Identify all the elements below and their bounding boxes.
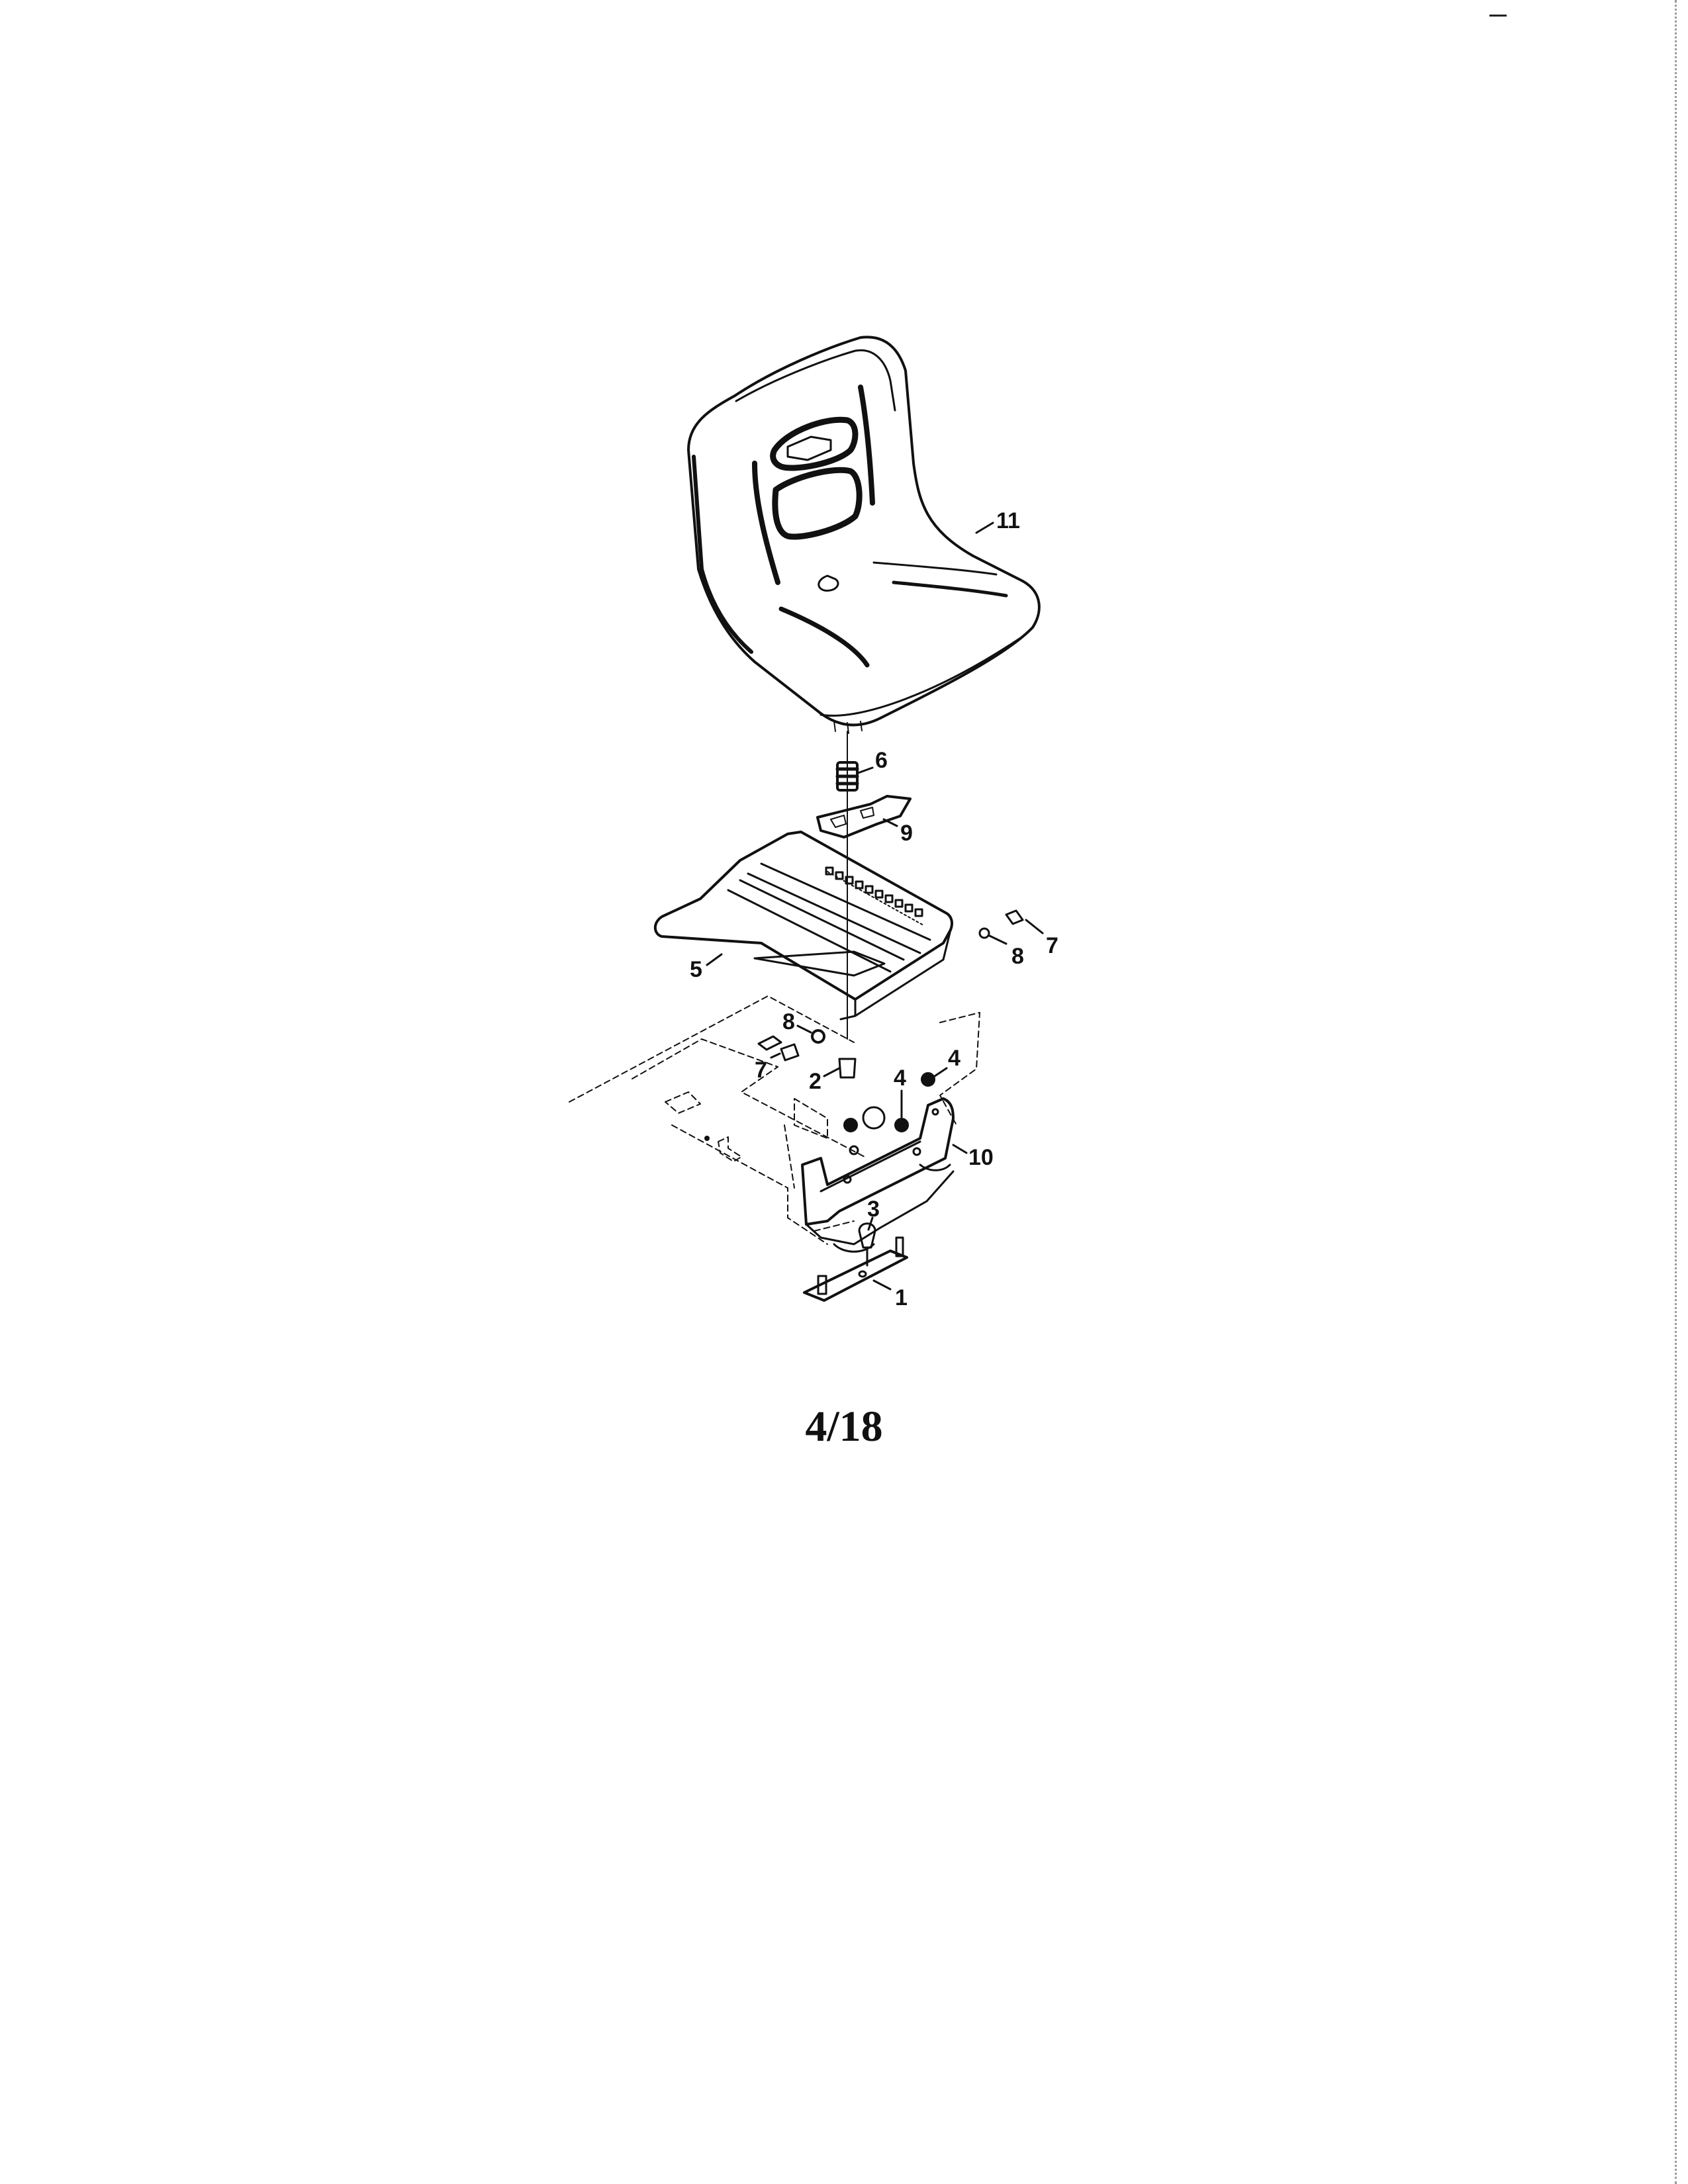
callout-4-right: 4 bbox=[948, 1046, 961, 1071]
chassis-outline bbox=[569, 995, 980, 1245]
fasteners bbox=[757, 909, 1024, 1267]
seat-pan-drawing bbox=[653, 831, 953, 1021]
callout-7-right: 7 bbox=[1046, 933, 1058, 958]
callout-8-right: 8 bbox=[1011, 944, 1024, 969]
callout-9: 9 bbox=[900, 821, 913, 846]
callout-6: 6 bbox=[875, 748, 888, 773]
spring-drawing bbox=[835, 731, 859, 1040]
mounting-plate-drawing bbox=[803, 1236, 908, 1302]
leader-lines bbox=[706, 522, 1044, 1291]
callout-3: 3 bbox=[867, 1197, 880, 1222]
callout-5: 5 bbox=[690, 957, 702, 982]
callout-10: 10 bbox=[968, 1145, 994, 1170]
callout-1: 1 bbox=[895, 1285, 908, 1310]
seat-drawing bbox=[687, 336, 1041, 734]
latch-bracket-drawing bbox=[816, 795, 912, 839]
callout-8-left: 8 bbox=[782, 1009, 795, 1034]
page-edge-rule bbox=[1675, 0, 1677, 2184]
callout-labels: 11 6 9 7 8 5 8 7 2 4 4 10 3 1 bbox=[690, 508, 1058, 1310]
page-number: 4/18 bbox=[805, 1402, 883, 1451]
callout-11: 11 bbox=[996, 508, 1020, 533]
callout-7-left: 7 bbox=[755, 1058, 767, 1083]
callout-4-left: 4 bbox=[894, 1066, 906, 1091]
mount-bracket-drawing bbox=[801, 1097, 955, 1253]
scan-mark bbox=[1489, 15, 1507, 17]
callout-2: 2 bbox=[809, 1069, 821, 1094]
